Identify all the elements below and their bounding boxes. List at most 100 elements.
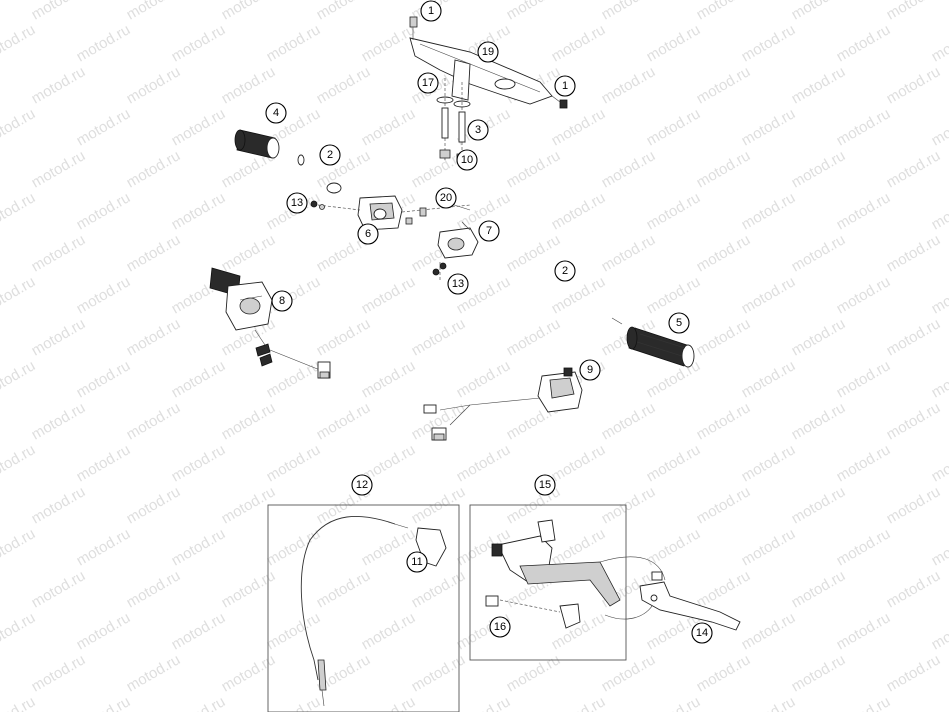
callout-circle xyxy=(579,359,601,381)
watermark-text: motod.ru xyxy=(0,21,38,65)
handlebar-clamp-part xyxy=(409,16,568,109)
watermark-text: motod.ru xyxy=(264,357,324,401)
watermark-text: motod.ru xyxy=(124,0,184,23)
callout-circle xyxy=(357,223,379,245)
callout-6: 6 xyxy=(357,223,379,245)
watermark-text: motod.ru xyxy=(29,147,89,191)
callout-1-right: 1 xyxy=(554,75,576,97)
callout-circle xyxy=(286,192,308,214)
callout-label: 13 xyxy=(291,197,303,209)
watermark-text: motod.ru xyxy=(0,441,38,485)
callout-label: 10 xyxy=(461,154,473,166)
watermark-text: motod.ru xyxy=(834,441,894,485)
watermark-text: motod.ru xyxy=(549,105,609,149)
watermark-text: motod.ru xyxy=(789,483,849,527)
watermark-text: motod.ru xyxy=(359,609,419,653)
watermark-text: motod.ru xyxy=(884,231,944,275)
watermark-text: motod.ru xyxy=(789,567,849,611)
watermark-text: motod.ru xyxy=(169,21,229,65)
callout-15: 15 xyxy=(534,474,556,496)
watermark-text: motod.ru xyxy=(929,189,949,233)
watermark-text: motod.ru xyxy=(834,609,894,653)
watermark-text: motod.ru xyxy=(549,441,609,485)
watermark-text: motod.ru xyxy=(169,441,229,485)
watermark-text: motod.ru xyxy=(739,525,799,569)
watermark-text: motod.ru xyxy=(219,231,279,275)
watermark-text: motod.ru xyxy=(264,273,324,317)
watermark-text: motod.ru xyxy=(29,63,89,107)
callout-5: 5 xyxy=(668,312,690,334)
watermark-text: motod.ru xyxy=(359,21,419,65)
watermark-text: motod.ru xyxy=(74,441,134,485)
callout-19: 19 xyxy=(477,41,499,63)
callout-label: 2 xyxy=(562,265,568,277)
callout-label: 19 xyxy=(482,46,494,58)
watermark-text: motod.ru xyxy=(644,21,704,65)
callout-circle xyxy=(467,119,489,141)
watermark-text: motod.ru xyxy=(884,147,944,191)
callout-8: 8 xyxy=(271,290,293,312)
watermark-text: motod.ru xyxy=(359,357,419,401)
watermark-text: motod.ru xyxy=(29,231,89,275)
watermark-text: motod.ru xyxy=(929,525,949,569)
watermark-text: motod.ru xyxy=(219,567,279,611)
callout-label: 12 xyxy=(356,479,368,491)
callout-label: 3 xyxy=(475,124,481,136)
watermark-text: motod.ru xyxy=(884,399,944,443)
watermark-text: motod.ru xyxy=(504,147,564,191)
watermark-text: motod.ru xyxy=(789,63,849,107)
callout-circle xyxy=(554,260,576,282)
watermark-text: motod.ru xyxy=(694,483,754,527)
left-grip-part xyxy=(234,129,342,194)
watermark-text: motod.ru xyxy=(219,0,279,23)
watermark-text: motod.ru xyxy=(929,441,949,485)
watermark-text: motod.ru xyxy=(694,315,754,359)
callout-circle xyxy=(435,187,457,209)
watermark-text: motod.ru xyxy=(29,567,89,611)
callout-label: 11 xyxy=(411,556,422,568)
callout-10: 10 xyxy=(456,149,478,171)
watermark-text: motod.ru xyxy=(169,357,229,401)
watermark-text: motod.ru xyxy=(504,0,564,23)
callout-16: 16 xyxy=(489,616,511,638)
watermark-text: motod.ru xyxy=(834,693,894,712)
callout-circle xyxy=(265,102,287,124)
throttle-housing-part xyxy=(310,195,471,231)
watermark-text: motod.ru xyxy=(929,609,949,653)
watermark-text: motod.ru xyxy=(29,399,89,443)
watermark-text: motod.ru xyxy=(314,567,374,611)
watermark-text: motod.ru xyxy=(789,651,849,695)
watermark-text: motod.ru xyxy=(549,189,609,233)
watermark-text: motod.ru xyxy=(739,105,799,149)
watermark-text: motod.ru xyxy=(454,357,514,401)
callout-circle xyxy=(534,474,556,496)
watermark-text: motod.ru xyxy=(884,63,944,107)
watermark-text: motod.ru xyxy=(219,651,279,695)
watermark-text: motod.ru xyxy=(124,651,184,695)
watermark-text: motod.ru xyxy=(929,273,949,317)
watermark-text: motod.ru xyxy=(0,525,38,569)
callout-circle xyxy=(668,312,690,334)
watermark-text: motod.ru xyxy=(29,483,89,527)
callout-4: 4 xyxy=(265,102,287,124)
watermark-text: motod.ru xyxy=(124,147,184,191)
watermark-text: motod.ru xyxy=(834,273,894,317)
watermark-text: motod.ru xyxy=(504,651,564,695)
watermark-text: motod.ru xyxy=(314,315,374,359)
watermark-text: motod.ru xyxy=(359,105,419,149)
watermark-text: motod.ru xyxy=(884,0,944,23)
callout-label: 9 xyxy=(587,364,593,376)
watermark-text: motod.ru xyxy=(29,0,89,23)
watermark-text: motod.ru xyxy=(789,0,849,23)
watermark-text: motod.ru xyxy=(599,399,659,443)
watermark-text: motod.ru xyxy=(789,315,849,359)
watermark-text: motod.ru xyxy=(74,693,134,712)
watermark-text: motod.ru xyxy=(124,231,184,275)
watermark-text: motod.ru xyxy=(884,651,944,695)
callout-circle xyxy=(456,149,478,171)
watermark-text: motod.ru xyxy=(929,693,949,712)
watermark-text: motod.ru xyxy=(739,273,799,317)
watermark-text: motod.ru xyxy=(834,525,894,569)
watermark-text: motod.ru xyxy=(169,693,229,712)
